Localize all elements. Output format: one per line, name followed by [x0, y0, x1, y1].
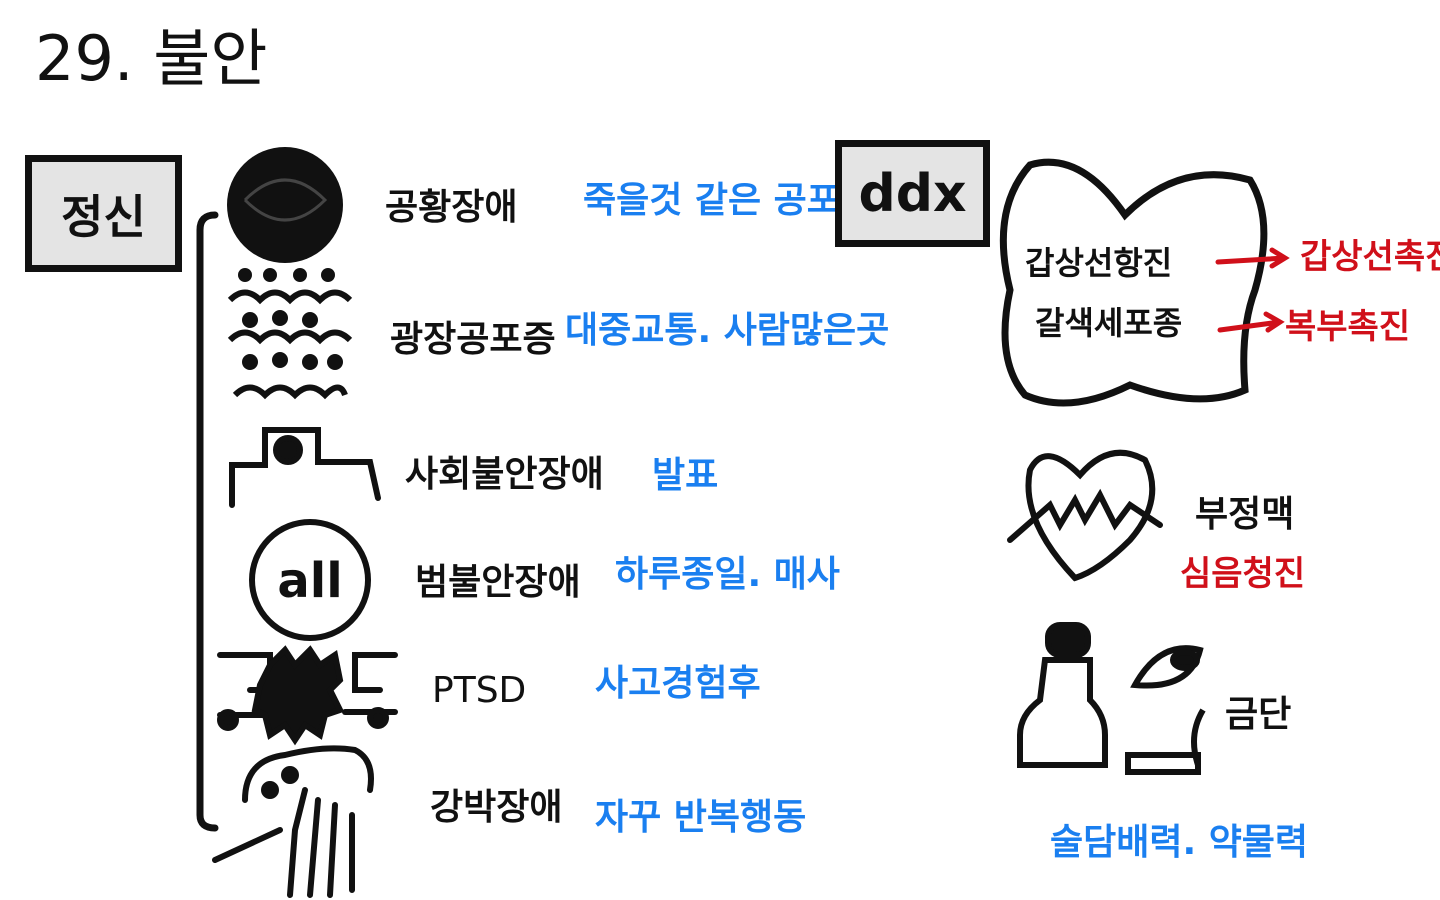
- ddx-arrhythmia-exam: 심음청진: [1180, 554, 1306, 594]
- psychiatric-box: 정신: [25, 155, 182, 272]
- ddx-box: ddx: [835, 140, 990, 247]
- all-text: all: [277, 553, 342, 609]
- disorder-note: 발표: [652, 455, 719, 496]
- disorder-note: 하루종일. 매사: [615, 554, 840, 595]
- arrow-icon: [1215, 247, 1290, 333]
- podium-icon: [229, 427, 381, 508]
- thyroid-blob-shape: [999, 158, 1268, 407]
- disorder-name: PTSD: [432, 670, 527, 711]
- disorder-name: 범불안장애: [415, 562, 581, 603]
- ddx-thyroid: 갑상선항진: [1025, 244, 1173, 282]
- psychiatric-label: 정신: [61, 189, 146, 244]
- disorder-note: 죽을것 같은 공포: [583, 180, 840, 221]
- ddx-arrhythmia: 부정맥: [1195, 494, 1295, 535]
- disorder-name: 사회불안장애: [405, 454, 604, 495]
- disorder-name: 공황장애: [385, 187, 518, 228]
- ddx-pheo-exam: 복부촉진: [1285, 307, 1411, 347]
- ddx-withdrawal: 금단: [1225, 694, 1292, 735]
- disorder-note: 대중교통. 사람많은곳: [565, 310, 890, 351]
- hand-washing-icon: [212, 745, 374, 898]
- disorder-note: 사고경험후: [595, 663, 761, 704]
- disorder-name: 광장공포증: [390, 319, 556, 360]
- bracket-line: [196, 211, 219, 832]
- ddx-withdrawal-history: 술담배력. 약물력: [1050, 822, 1309, 863]
- page-title: 29. 불안: [35, 22, 268, 95]
- disorder-note: 자꾸 반복행동: [595, 797, 807, 838]
- ddx-label: ddx: [858, 163, 967, 224]
- disorder-name: 강박장애: [430, 787, 563, 828]
- all-circle-icon: all: [249, 519, 371, 641]
- bottle-icon: [1017, 622, 1108, 768]
- ptsd-crash-icon: [217, 645, 398, 746]
- cigarette-icon: [1125, 645, 1206, 775]
- heart-ecg-icon: [1007, 449, 1163, 582]
- ddx-pheo: 갈색세포종: [1035, 304, 1183, 342]
- crowd-icon: [227, 268, 353, 400]
- panic-scribble-icon: [227, 147, 343, 263]
- ddx-thyroid-exam: 갑상선촉진: [1300, 237, 1440, 277]
